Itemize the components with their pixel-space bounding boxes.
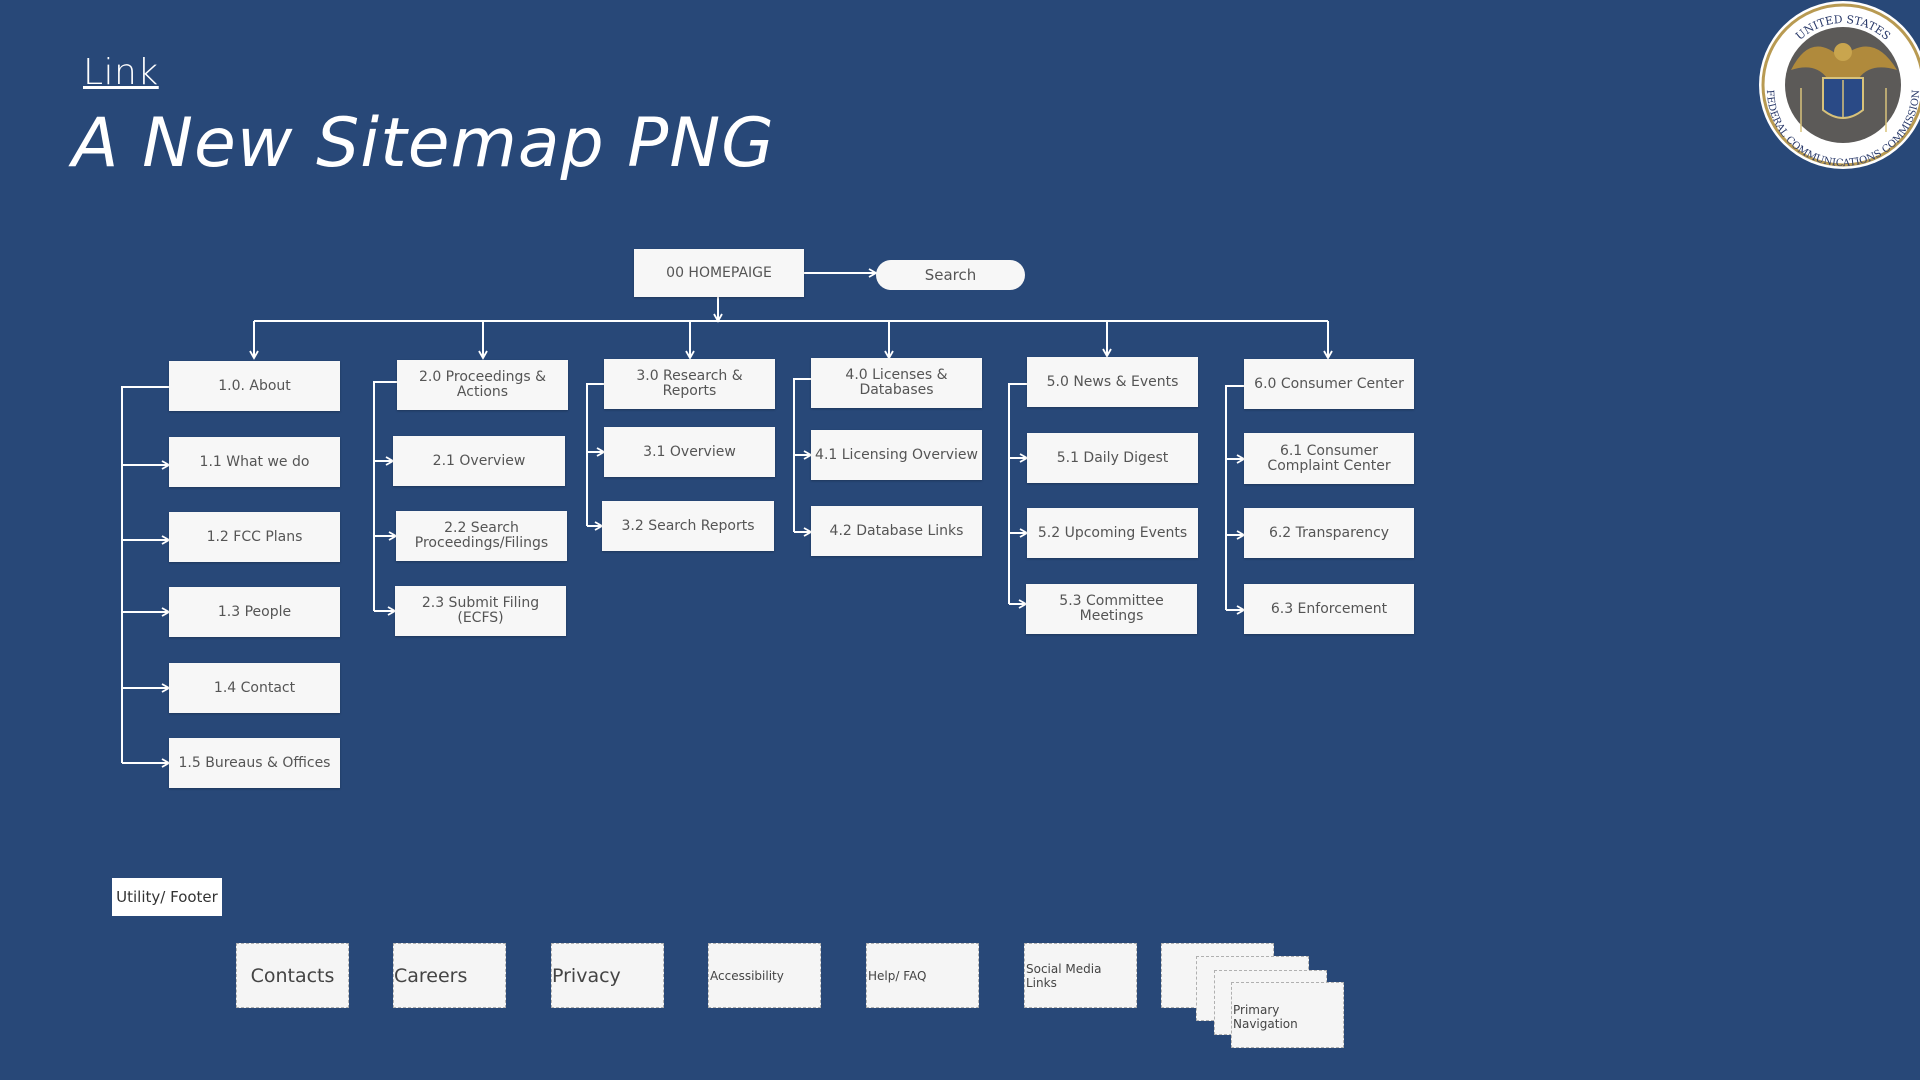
section-licenses-databases[interactable]: 4.0 Licenses & Databases	[811, 358, 982, 408]
page-committee-meetings[interactable]: 5.3 Committee Meetings	[1026, 584, 1197, 634]
footer-social-media-card[interactable]: Social Media Links	[1024, 943, 1137, 1008]
footer-accessibility-card[interactable]: Accessibility	[708, 943, 821, 1008]
footer-privacy-card[interactable]: Privacy	[551, 943, 664, 1008]
connector-col1-trunk	[121, 386, 169, 763]
page-search-proceedings[interactable]: 2.2 Search Proceedings/Filings	[396, 511, 567, 561]
page-enforcement[interactable]: 6.3 Enforcement	[1244, 584, 1414, 634]
page-licensing-overview[interactable]: 4.1 Licensing Overview	[811, 430, 982, 480]
page-title: A New Sitemap PNG	[72, 104, 775, 183]
page-database-links[interactable]: 4.2 Database Links	[811, 506, 982, 556]
page-what-we-do[interactable]: 1.1 What we do	[169, 437, 340, 487]
footer-contacts-card[interactable]: Contacts	[236, 943, 349, 1008]
connector-col2-trunk	[373, 381, 397, 611]
section-news-events[interactable]: 5.0 News & Events	[1027, 357, 1198, 407]
utility-footer-label: Utility/ Footer	[112, 878, 222, 916]
footer-help-faq-card[interactable]: Help/ FAQ	[866, 943, 979, 1008]
fcc-seal-icon: UNITED STATES FEDERAL COMMUNICATIONS COM…	[1759, 1, 1920, 169]
page-fcc-plans[interactable]: 1.2 FCC Plans	[169, 512, 340, 562]
page-transparency[interactable]: 6.2 Transparency	[1244, 508, 1414, 558]
page-search-reports[interactable]: 3.2 Search Reports	[602, 501, 774, 551]
section-about[interactable]: 1.0. About	[169, 361, 340, 411]
page-contact[interactable]: 1.4 Contact	[169, 663, 340, 713]
search-node[interactable]: Search	[876, 260, 1025, 290]
section-consumer-center[interactable]: 6.0 Consumer Center	[1244, 359, 1414, 409]
primary-navigation-card[interactable]: Primary Navigation	[1231, 982, 1344, 1048]
header-link[interactable]: Link	[83, 52, 159, 93]
homepage-node[interactable]: 00 HOMEPAIGE	[634, 249, 804, 297]
page-bureaus-offices[interactable]: 1.5 Bureaus & Offices	[169, 738, 340, 788]
page-daily-digest[interactable]: 5.1 Daily Digest	[1027, 433, 1198, 483]
page-submit-filing[interactable]: 2.3 Submit Filing (ECFS)	[395, 586, 566, 636]
section-proceedings-actions[interactable]: 2.0 Proceedings & Actions	[397, 360, 568, 410]
footer-careers-card[interactable]: Careers	[393, 943, 506, 1008]
page-research-overview[interactable]: 3.1 Overview	[604, 427, 775, 477]
page-people[interactable]: 1.3 People	[169, 587, 340, 637]
page-proceedings-overview[interactable]: 2.1 Overview	[393, 436, 565, 486]
connector-col5-trunk	[1008, 383, 1027, 604]
page-upcoming-events[interactable]: 5.2 Upcoming Events	[1027, 508, 1198, 558]
connector-col4-trunk	[793, 378, 811, 532]
connector-col6-trunk	[1225, 385, 1244, 610]
section-research-reports[interactable]: 3.0 Research & Reports	[604, 359, 775, 409]
page-consumer-complaint-center[interactable]: 6.1 Consumer Complaint Center	[1244, 433, 1414, 484]
